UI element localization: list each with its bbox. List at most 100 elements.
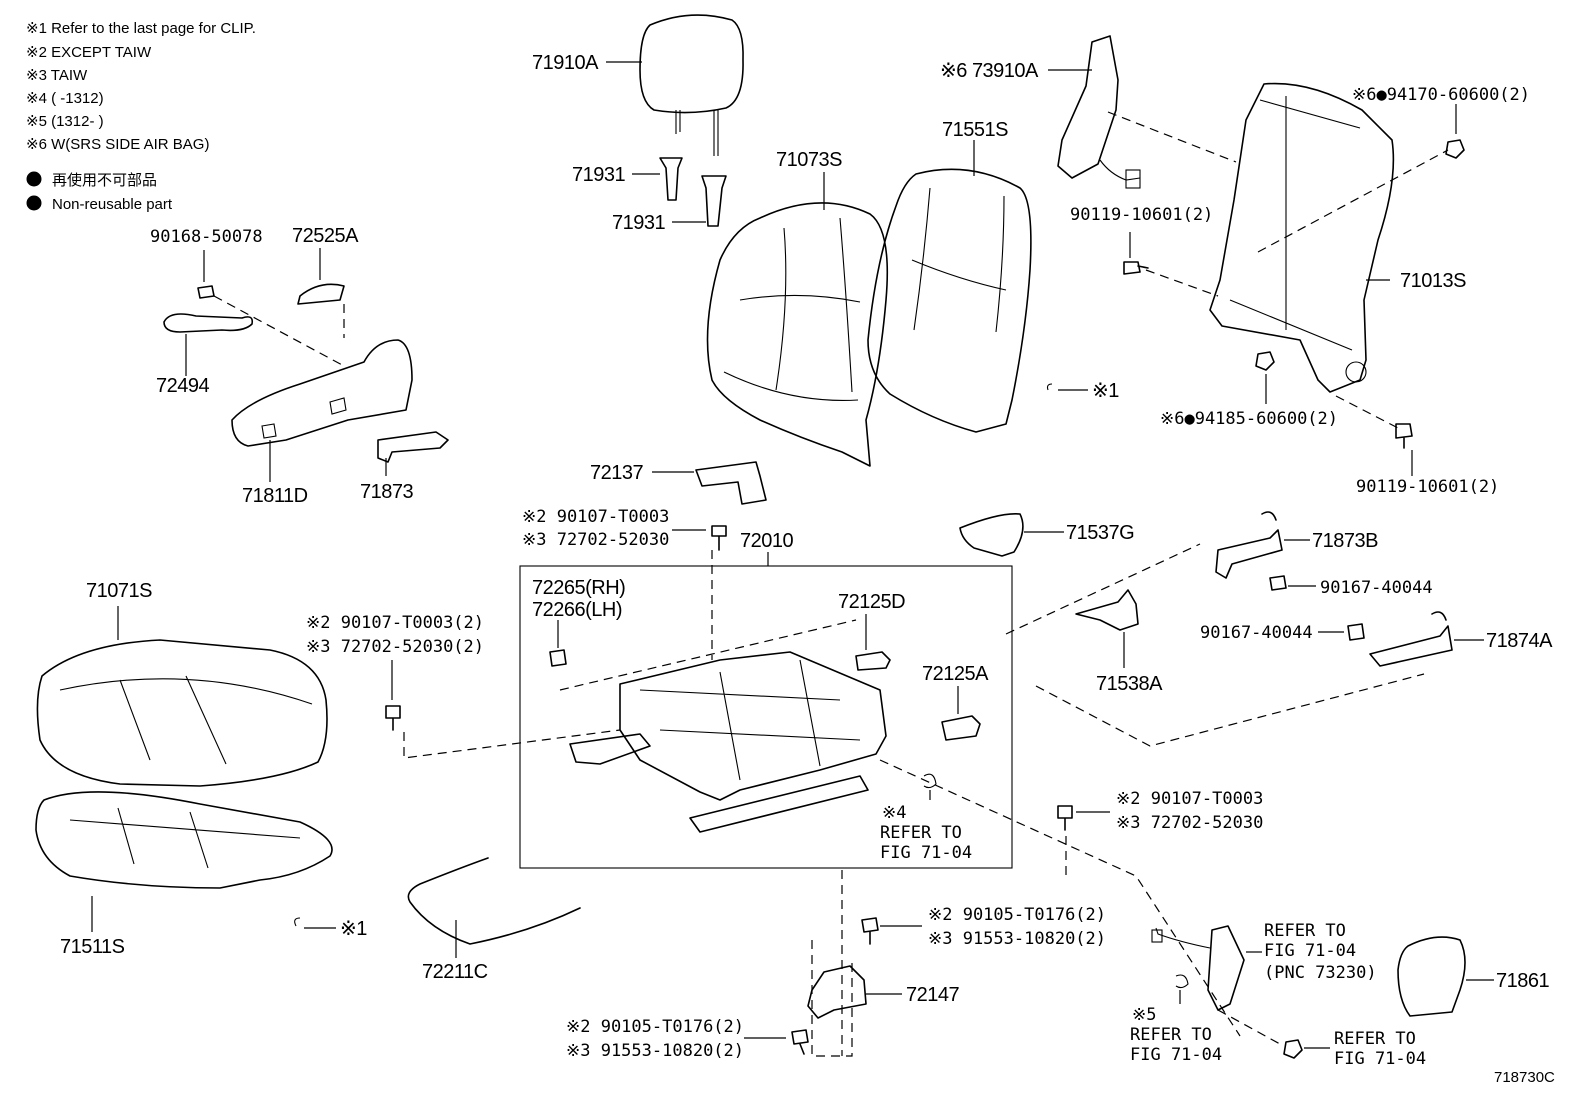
headrest-guide-icon: [659, 157, 683, 201]
headrest-group: 71910A 71931 71931: [532, 14, 744, 234]
label-belt-pnc: (PNC 73230): [1264, 963, 1377, 983]
headrest-guide-lock-icon: [701, 175, 727, 227]
seatback-group: 71073S 71551S ※1: [706, 119, 1120, 467]
label-71910A: 71910A: [532, 52, 599, 74]
nut-icon: [1283, 1039, 1303, 1059]
recliner-lever-icon: [163, 313, 254, 333]
non-reusable-bullet-icon: [26, 195, 42, 211]
legend-jp: 再使用不可部品: [52, 172, 157, 189]
adjuster-lock-icon: [855, 651, 891, 671]
label-ref5-refer: REFER TO: [1130, 1025, 1212, 1045]
recliner-inner-cover-icon: [959, 512, 1024, 557]
label-71873B: 71873B: [1312, 530, 1378, 552]
label-71931-a: 71931: [572, 164, 625, 186]
label-belt-fig: FIG 71-04: [1264, 941, 1356, 961]
note-4: ※4 ( -1312): [26, 90, 104, 107]
label-72010: 72010: [740, 530, 793, 552]
note-1: ※1 Refer to the last page for CLIP.: [26, 20, 256, 37]
label-71511S: 71511S: [60, 936, 125, 958]
lower-fastener-group: ※2 90107-T0003 ※3 72702-52030 ※2 90105-T…: [566, 759, 1263, 1061]
seatback-frame-icon: [1209, 82, 1395, 393]
headrest-icon: [639, 14, 744, 114]
note-6: ※6 W(SRS SIDE AIR BAG): [26, 136, 209, 153]
label-ref6-fig: FIG 71-04: [1334, 1049, 1426, 1069]
belt-group: REFER TO FIG 71-04 (PNC 73230) 71861 ※5 …: [1005, 543, 1555, 1086]
label-72125A: 72125A: [922, 663, 989, 685]
label-71071S: 71071S: [86, 580, 152, 602]
bolt-icon: [711, 525, 727, 551]
recliner-inner-group: 71538A 90167-40044 71874A: [1075, 589, 1554, 695]
label-91553-b: ※3 91553-10820(2): [566, 1041, 744, 1061]
headrest-stay-icon: [675, 110, 719, 156]
seat-adjuster-upper-group: 72137 ※2 90107-T0003 ※3 72702-52030 7201…: [522, 461, 1433, 598]
label-90105-b: ※2 90105-T0176(2): [566, 1017, 744, 1037]
hinge-cover-icon: [695, 461, 767, 505]
bolt-icon: [1057, 805, 1073, 831]
adjuster-lock-icon: [941, 715, 981, 741]
label-90105-a: ※2 90105-T0176(2): [928, 905, 1106, 925]
note-5: ※5 (1312- ): [26, 113, 104, 130]
label-71873: 71873: [360, 481, 413, 503]
bolt-icon: [385, 705, 401, 731]
label-belt-refer: REFER TO: [1264, 921, 1346, 941]
label-71861: 71861: [1496, 970, 1549, 992]
label-72265: 72265(RH): [532, 577, 625, 599]
label-72137: 72137: [590, 462, 643, 484]
screw-icon: [1269, 575, 1287, 591]
label-94185: ※6●94185-60600(2): [1160, 409, 1338, 429]
label-72702-b: ※3 72702-52030(2): [306, 637, 484, 657]
seat-wire-icon: [407, 857, 581, 945]
label-71538A: 71538A: [1096, 673, 1163, 695]
seat-cushion-cover-icon: [36, 639, 328, 787]
label-ref5-fig: FIG 71-04: [1130, 1045, 1222, 1065]
label-72702-c: ※3 72702-52030: [1116, 813, 1263, 833]
label-72266: 72266(LH): [532, 599, 622, 621]
label-ref5-mark: ※5: [1132, 1005, 1156, 1025]
seatback-cover-icon: [706, 202, 889, 467]
label-71551S: 71551S: [942, 119, 1008, 141]
label-72125D: 72125D: [838, 591, 905, 613]
nut-icon: [1445, 139, 1465, 159]
label-90167-b: 90167-40044: [1200, 623, 1313, 643]
recliner-cover-icon: [231, 339, 413, 447]
label-90167-a: 90167-40044: [1320, 578, 1433, 598]
label-ref4-refer: REFER TO: [880, 823, 962, 843]
cover-bracket-icon: [1215, 511, 1283, 579]
note-2: ※2 EXCEPT TAIW: [26, 44, 152, 61]
label-clip-2: ※1: [340, 918, 367, 940]
bolt-icon: [861, 917, 879, 945]
label-72211C: 72211C: [422, 961, 488, 983]
seat-belt-buckle-icon: [1207, 925, 1245, 1011]
legend-en: Non-reusable part: [52, 196, 173, 213]
adjuster-cap-icon: [549, 649, 567, 667]
label-73910A: ※6 73910A: [940, 60, 1039, 82]
label-ref4-fig: FIG 71-04: [880, 843, 972, 863]
seat-cushion-pad-icon: [35, 791, 333, 889]
side-airbag-icon: [1057, 35, 1119, 179]
label-90119-a: 90119-10601(2): [1070, 205, 1213, 225]
label-90119-b: 90119-10601(2): [1356, 477, 1499, 497]
label-90168: 90168-50078: [150, 227, 263, 247]
label-72147: 72147: [906, 984, 959, 1006]
bolt-icon: [1395, 423, 1413, 449]
seat-rail-icon: [569, 733, 869, 833]
label-71931-b: 71931: [612, 212, 665, 234]
seat-adjuster-box: 72265(RH) 72266(LH) 72125D 72125A ※4 REF…: [519, 565, 1013, 869]
screw-icon: [197, 285, 215, 299]
label-91553-a: ※3 91553-10820(2): [928, 929, 1106, 949]
recliner-cover-clip-icon: [297, 283, 345, 305]
figure-number: 718730C: [1494, 1069, 1555, 1086]
label-94170: ※6●94170-60600(2): [1352, 85, 1530, 105]
label-ref4-mark: ※4: [882, 803, 906, 823]
bolt-icon: [791, 1029, 809, 1055]
label-clip-1: ※1: [1092, 380, 1119, 402]
label-71537G: 71537G: [1066, 522, 1134, 544]
cover-bracket-icon: [377, 431, 449, 463]
label-90107-a: ※2 90107-T0003: [522, 507, 669, 527]
screw-icon: [1347, 623, 1365, 641]
seatback-pad-icon: [867, 168, 1032, 433]
seat-side-cover-icon: [1397, 936, 1466, 1017]
seatback-frame-group: ※6 73910A 71013S ※6●94170-60600(2) 90119…: [940, 35, 1530, 497]
notes-block: ※1 Refer to the last page for CLIP. ※2 E…: [26, 20, 256, 213]
